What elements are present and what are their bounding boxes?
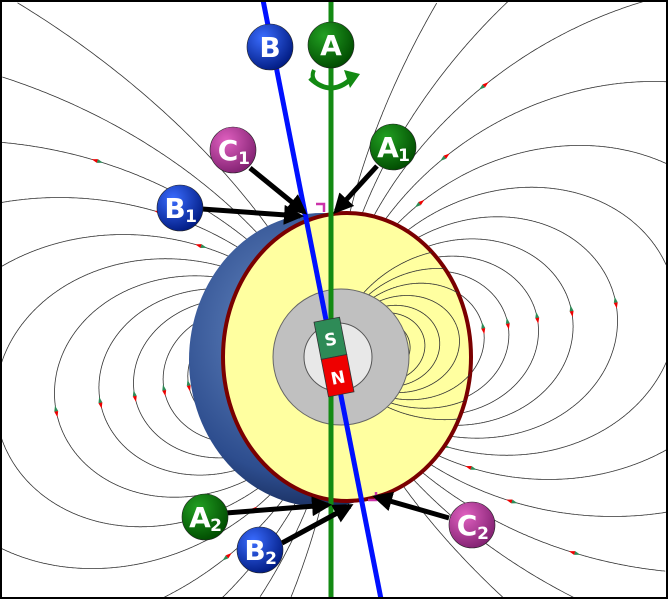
field-direction-marker	[479, 82, 489, 90]
field-direction-marker	[132, 390, 137, 402]
field-direction-marker	[568, 551, 581, 555]
label-a: A	[307, 21, 355, 69]
right-angle-marker-top	[316, 202, 326, 212]
label-subscript: 1	[238, 149, 250, 169]
label-letter: B	[164, 192, 185, 225]
label-letter: B	[259, 31, 280, 64]
label-subscript: 1	[398, 146, 410, 166]
label-circle	[236, 526, 284, 574]
field-direction-marker	[222, 552, 232, 561]
field-direction-marker	[465, 465, 477, 470]
field-direction-marker	[481, 322, 486, 335]
field-direction-marker	[440, 153, 450, 161]
label-letter: C	[218, 134, 239, 167]
arrow-a2	[225, 496, 332, 517]
label-circle	[369, 123, 417, 171]
label-subscript: 2	[265, 549, 277, 569]
arrow-a1	[333, 164, 379, 214]
arrow-b1	[201, 204, 304, 225]
field-direction-marker	[613, 296, 618, 309]
field-direction-marker	[186, 379, 191, 392]
label-letter: C	[457, 509, 478, 542]
field-direction-marker	[569, 305, 574, 318]
label-letter: A	[377, 131, 399, 164]
rotation-arrow-icon	[308, 69, 360, 91]
label-subscript: 2	[210, 516, 222, 536]
magnetic-axis	[260, 0, 384, 599]
bar-magnet: S N	[313, 316, 355, 398]
label-circle	[246, 23, 294, 71]
label-circle	[448, 501, 496, 549]
field-direction-marker	[162, 384, 167, 397]
field-direction-marker	[505, 317, 510, 330]
field-direction-marker	[414, 199, 425, 208]
pointer-arrows	[201, 164, 450, 546]
magnet-north-pole	[320, 354, 355, 398]
field-direction-marker	[98, 396, 103, 409]
field-direction-marker	[535, 311, 540, 324]
field-direction-marker	[91, 159, 104, 163]
label-subscript: 2	[477, 524, 489, 544]
arrow-c1	[248, 166, 308, 215]
label-circle	[156, 184, 204, 232]
arrow-c2	[372, 491, 450, 521]
magnet-north-label: N	[329, 367, 347, 389]
arrow-b2	[280, 503, 354, 546]
label-circle	[209, 126, 257, 174]
label-circle	[181, 493, 229, 541]
label-b: B	[246, 23, 294, 71]
label-subscript: 1	[185, 207, 197, 227]
field-direction-marker	[54, 405, 59, 418]
field-direction-marker	[506, 499, 518, 504]
field-direction-marker	[195, 244, 207, 249]
label-letter: A	[189, 501, 211, 534]
label-circle	[307, 21, 355, 69]
magnet-south-label: S	[323, 329, 339, 351]
label-letter: A	[320, 29, 342, 62]
label-letter: B	[244, 534, 265, 567]
